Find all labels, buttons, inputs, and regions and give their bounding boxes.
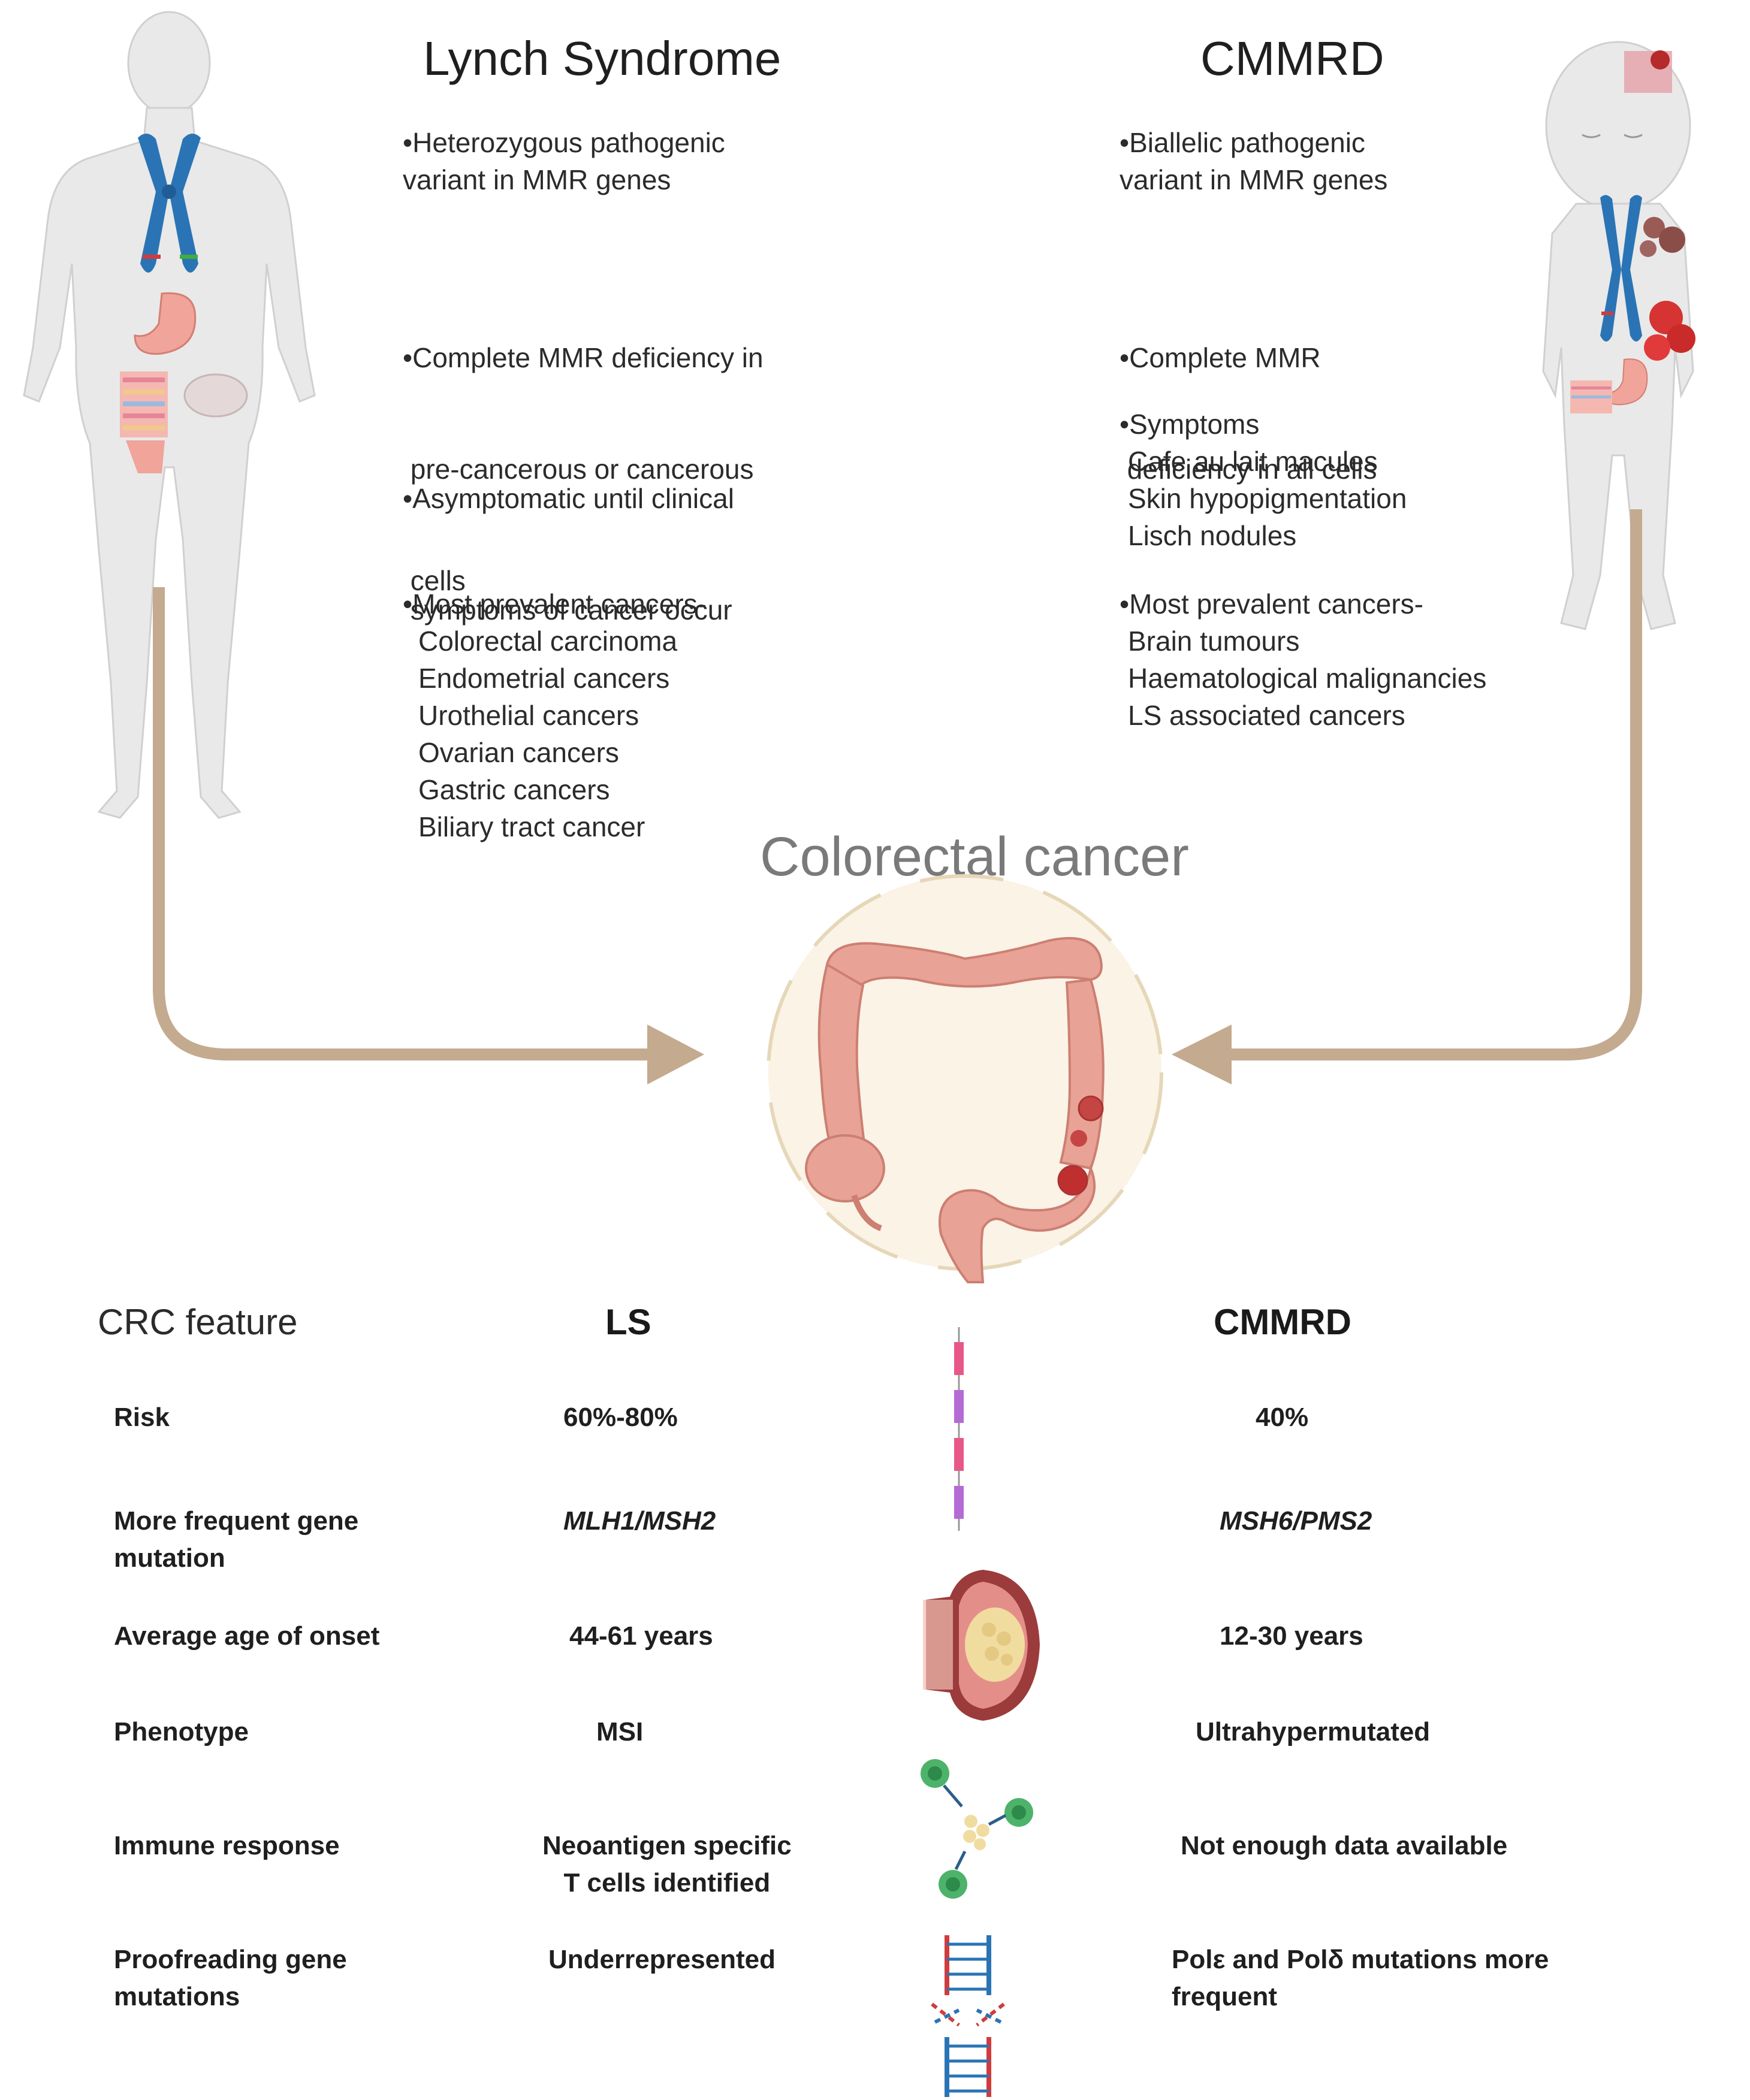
list-item: Lisch nodules bbox=[1128, 520, 1297, 551]
row-gene-cmmrd: MSH6/PMS2 bbox=[1220, 1503, 1372, 1540]
row-risk-feature: Risk bbox=[114, 1399, 170, 1436]
cmmrd-bullet-1: •Biallelic pathogenic variant in MMR gen… bbox=[1120, 124, 1387, 198]
cell-text: Proofreading gene bbox=[114, 1945, 347, 1974]
text-line: symptoms of cancer occur bbox=[403, 594, 732, 626]
row-phenotype-cmmrd: Ultrahypermutated bbox=[1196, 1714, 1430, 1751]
list-item: Biliary tract cancer bbox=[418, 811, 645, 842]
text-line: deficiency in all cells bbox=[1120, 454, 1377, 485]
text-line: cells bbox=[403, 565, 466, 596]
row-gene-ls: MLH1/MSH2 bbox=[563, 1503, 716, 1540]
dna-icon bbox=[931, 1935, 1005, 2097]
row-proofreading-ls: Underrepresented bbox=[548, 1941, 776, 1978]
text-line: •Complete MMR bbox=[1120, 342, 1321, 373]
list-item: Skin hypopigmentation bbox=[1128, 483, 1407, 514]
text-line: variant in MMR genes bbox=[1120, 164, 1388, 195]
row-gene-feature: More frequent gene mutation bbox=[114, 1503, 358, 1577]
cell-text: 12-30 years bbox=[1220, 1621, 1363, 1651]
row-phenotype-ls: MSI bbox=[596, 1714, 643, 1751]
ls-connector-arrow bbox=[153, 587, 653, 1060]
gene-map-icon bbox=[954, 1327, 964, 1531]
list-item: Cafe au lait macules bbox=[1128, 446, 1378, 477]
list-item: Brain tumours bbox=[1128, 626, 1300, 657]
cell-text: 44-61 years bbox=[569, 1621, 713, 1651]
text-line: •Asymptomatic until clinical bbox=[403, 483, 734, 514]
text-line: •Heterozygous pathogenic bbox=[403, 127, 725, 158]
cell-text: Immune response bbox=[114, 1831, 340, 1860]
row-proofreading-feature: Proofreading gene mutations bbox=[114, 1941, 347, 2016]
list-item: Colorectal carcinoma bbox=[418, 626, 678, 657]
text-line: variant in MMR genes bbox=[403, 164, 671, 195]
cell-text: mutations bbox=[114, 1982, 240, 2011]
list-item: Ovarian cancers bbox=[418, 737, 619, 768]
cell-text: Neoantigen specific bbox=[542, 1831, 792, 1860]
cell-text: T cells identified bbox=[563, 1868, 771, 1897]
row-risk-cmmrd: 40% bbox=[1256, 1399, 1308, 1436]
cell-text: frequent bbox=[1172, 1982, 1277, 2011]
text-line: pre-cancerous or cancerous bbox=[403, 454, 754, 485]
text-line: •Symptoms bbox=[1120, 409, 1260, 440]
lynch-bullet-3: •Asymptomatic until clinical symptoms of… bbox=[403, 406, 734, 666]
cell-text: Phenotype bbox=[114, 1717, 249, 1747]
cell-text: MSH6/PMS2 bbox=[1220, 1506, 1372, 1536]
cmmrd-bullet-3: •Symptoms Cafe au lait macules Skin hypo… bbox=[1120, 406, 1407, 554]
cell-text: Ultrahypermutated bbox=[1196, 1717, 1431, 1747]
list-item: Urothelial cancers bbox=[418, 700, 639, 731]
cell-text: 60%-80% bbox=[563, 1403, 678, 1432]
row-immune-ls: Neoantigen specific T cells identified bbox=[542, 1827, 792, 1902]
ls-arrowhead bbox=[647, 1025, 704, 1084]
list-item: LS associated cancers bbox=[1128, 700, 1405, 731]
cell-text: 40% bbox=[1256, 1403, 1309, 1432]
text-line: •Biallelic pathogenic bbox=[1120, 127, 1365, 158]
header-ls: LS bbox=[605, 1302, 651, 1342]
list-item: Endometrial cancers bbox=[418, 663, 670, 694]
text-line: •Complete MMR deficiency in bbox=[403, 342, 764, 373]
row-age-cmmrd: 12-30 years bbox=[1220, 1618, 1363, 1655]
row-phenotype-feature: Phenotype bbox=[114, 1714, 249, 1751]
cmmrd-bullet-4: •Most prevalent cancers- Brain tumours H… bbox=[1120, 585, 1486, 734]
lynch-bullet-4: •Most prevalent cancers- Colorectal carc… bbox=[403, 585, 707, 845]
text-line: •Most prevalent cancers- bbox=[403, 588, 707, 620]
cell-text: MSI bbox=[596, 1717, 644, 1747]
cmmrd-arrowhead bbox=[1172, 1025, 1232, 1084]
cell-text: Polε and Polδ mutations more bbox=[1172, 1945, 1549, 1974]
cmmrd-connector-arrow bbox=[1229, 509, 1642, 1060]
row-age-feature: Average age of onset bbox=[114, 1618, 379, 1655]
header-crc-feature: CRC feature bbox=[98, 1302, 298, 1342]
row-immune-cmmrd: Not enough data available bbox=[1181, 1827, 1507, 1865]
list-item: Gastric cancers bbox=[418, 774, 610, 805]
header-cmmrd: CMMRD bbox=[1214, 1302, 1351, 1342]
lynch-bullet-1: •Heterozygous pathogenic variant in MMR … bbox=[403, 124, 725, 198]
cell-text: Underrepresented bbox=[548, 1945, 776, 1974]
row-age-ls: 44-61 years bbox=[569, 1618, 713, 1655]
cell-text: Average age of onset bbox=[114, 1621, 380, 1651]
tumor-icon bbox=[923, 1570, 1040, 1721]
row-risk-ls: 60%-80% bbox=[563, 1399, 678, 1436]
cmmrd-title: CMMRD bbox=[1200, 32, 1384, 85]
colon-icon bbox=[767, 874, 1163, 1283]
cell-text: Risk bbox=[114, 1403, 170, 1432]
row-immune-feature: Immune response bbox=[114, 1827, 340, 1865]
list-item: Haematological malignancies bbox=[1128, 663, 1487, 694]
cell-text: mutation bbox=[114, 1543, 225, 1573]
cell-text: MLH1/MSH2 bbox=[563, 1506, 716, 1536]
text-line: •Most prevalent cancers- bbox=[1120, 588, 1423, 620]
cell-text: More frequent gene bbox=[114, 1506, 359, 1536]
lynch-syndrome-title: Lynch Syndrome bbox=[423, 32, 782, 85]
cmmrd-bullet-2: •Complete MMR deficiency in all cells bbox=[1120, 265, 1377, 525]
t-cell-icon bbox=[921, 1759, 1033, 1899]
child-body-icon bbox=[1542, 41, 1695, 630]
lynch-bullet-2: •Complete MMR deficiency in pre-cancerou… bbox=[403, 265, 764, 636]
adult-body-icon bbox=[23, 11, 316, 819]
cell-text: Not enough data available bbox=[1181, 1831, 1508, 1860]
row-proofreading-cmmrd: Polε and Polδ mutations more frequent bbox=[1172, 1941, 1549, 2016]
